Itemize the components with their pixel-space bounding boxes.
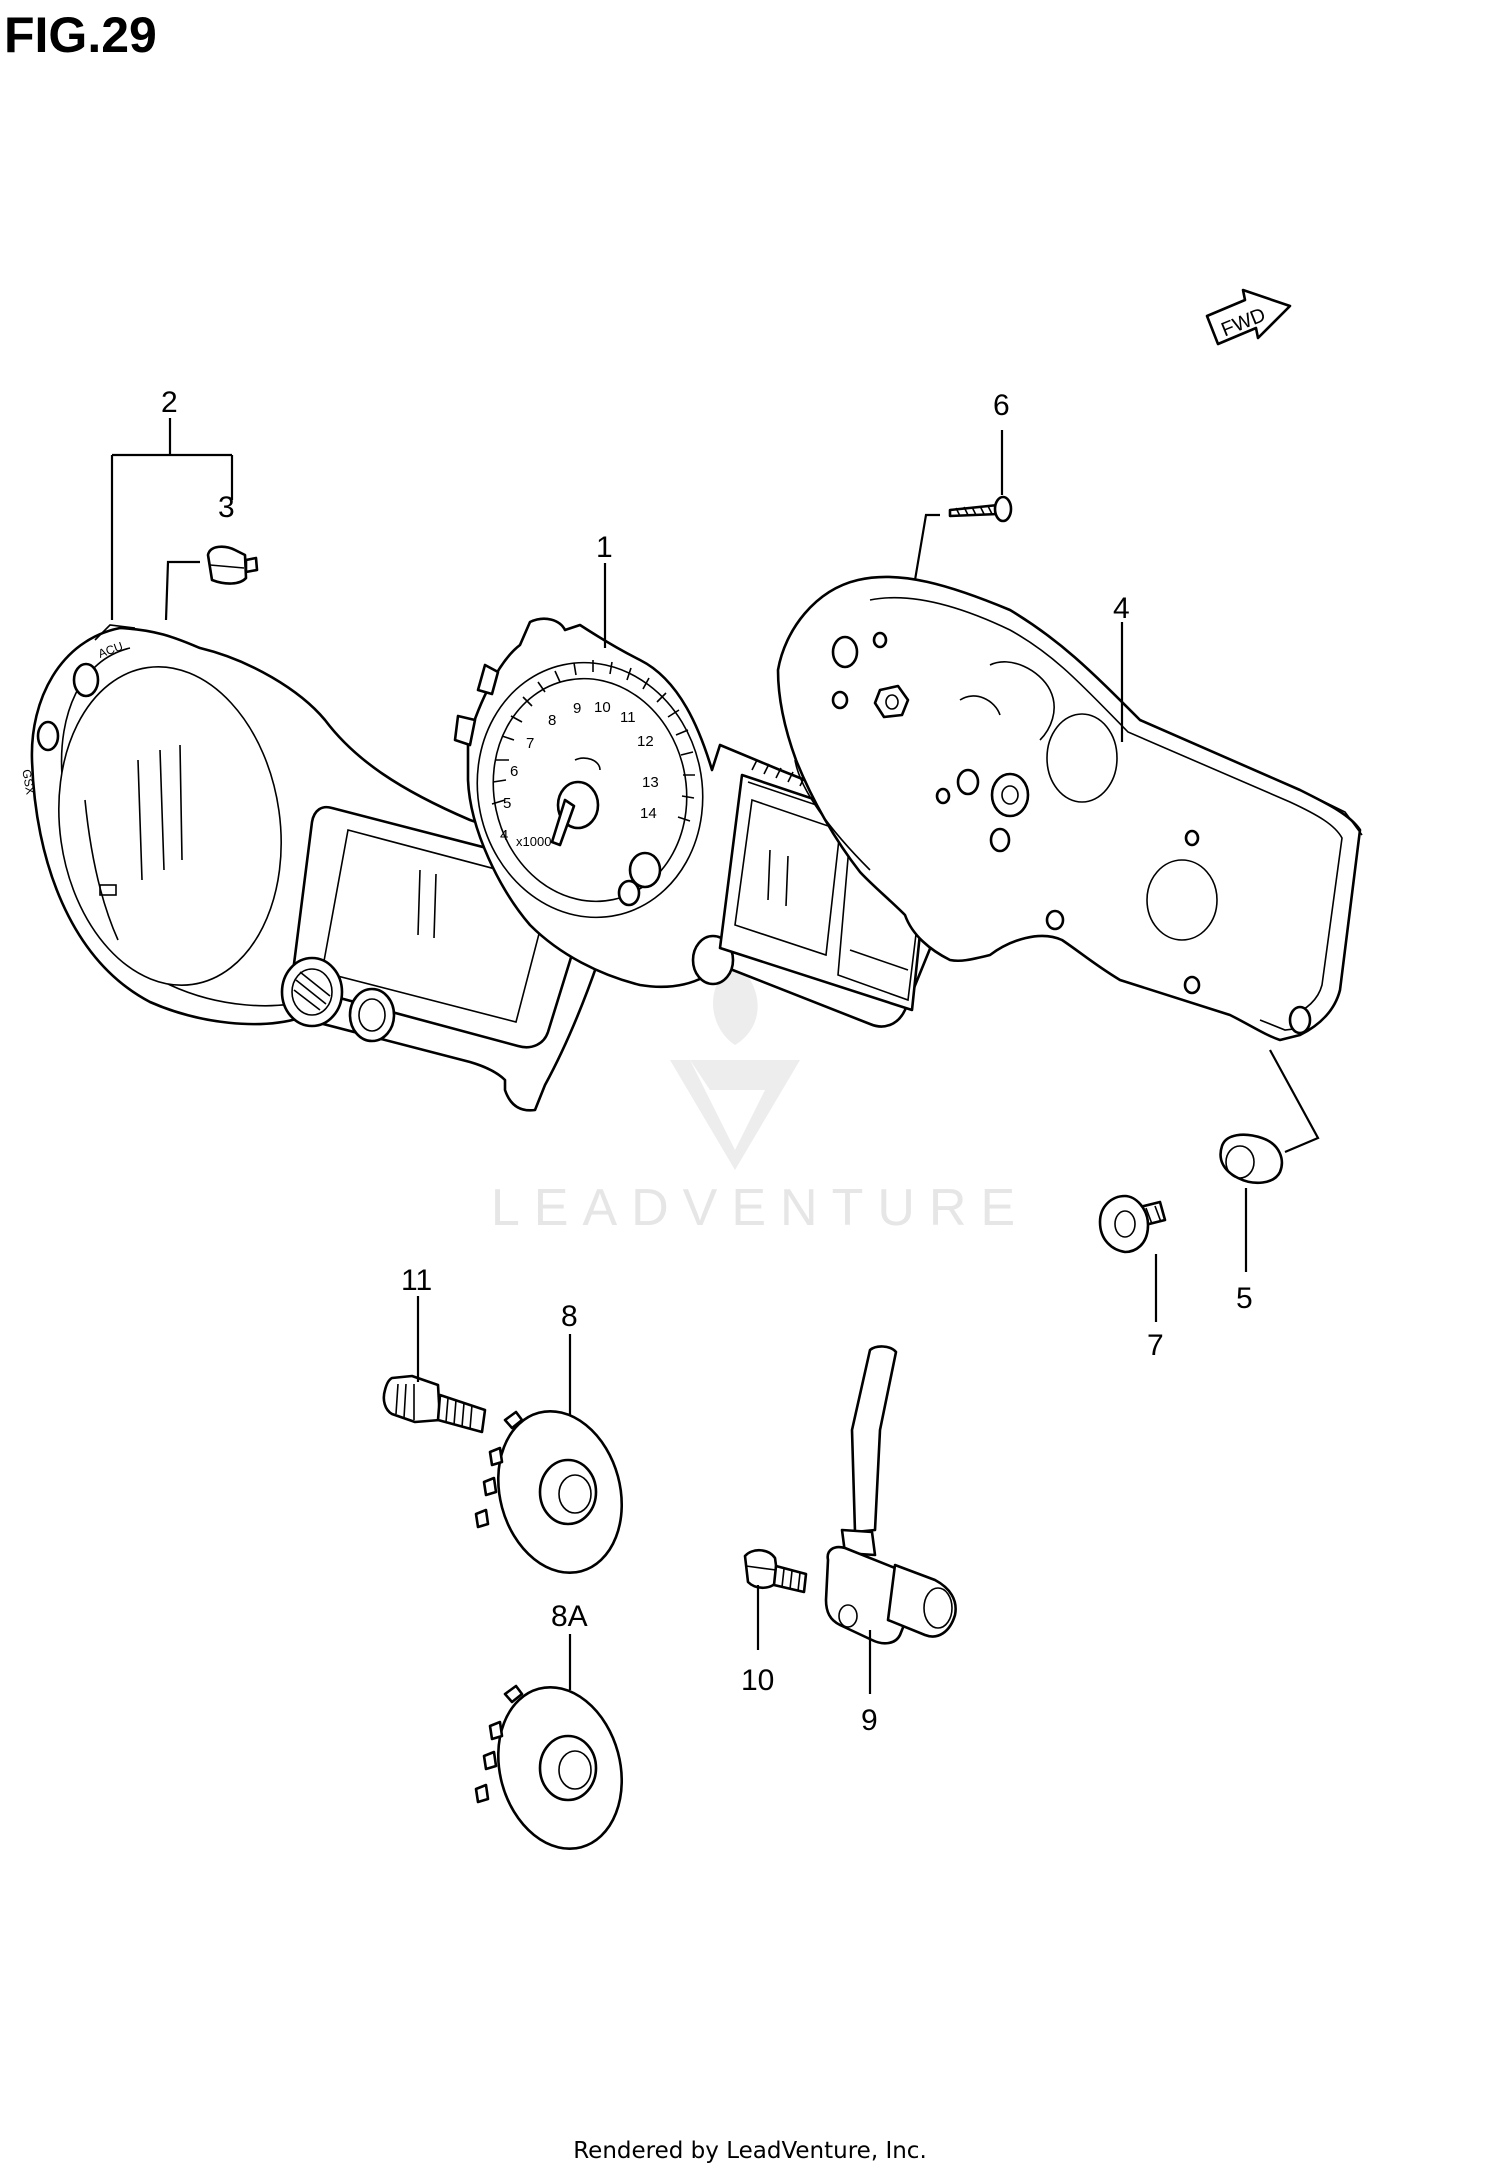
callout-4: 4 [1113,592,1130,625]
callout-8: 8 [561,1300,578,1333]
gear-part-8 [474,1409,624,1575]
callout-2: 2 [161,386,178,419]
tach-unit-label: x1000 [516,834,551,849]
figure-title: FIG.29 [4,7,157,63]
leader-lines [110,418,1320,1694]
bolt-part-10 [743,1548,808,1594]
svg-text:GSX: GSX [19,768,37,795]
sensor-part-9 [824,1345,957,1645]
callout-5: 5 [1236,1282,1253,1315]
callout-10: 10 [741,1664,774,1697]
callout-6: 6 [993,389,1010,422]
tach-label-6: 6 [510,763,518,780]
callout-9: 9 [861,1704,878,1737]
nut-part-3 [206,545,259,585]
callout-7: 7 [1147,1329,1164,1362]
callout-1: 1 [596,531,613,564]
callout-3: 3 [218,491,235,524]
bolt-part-7 [1098,1194,1167,1254]
footer-credit: Rendered by LeadVenture, Inc. [573,2138,927,2164]
grommet-part-5 [1219,1133,1284,1185]
watermark-text: LEADVENTURE [490,1179,1030,1237]
tach-label-13: 13 [642,774,659,791]
tach-label-7: 7 [526,735,534,752]
callout-11: 11 [401,1264,432,1297]
tach-label-12: 12 [637,733,654,750]
tach-label-11: 11 [620,709,636,726]
meter-case-part-4 [776,575,1363,1042]
tach-label-4: 4 [500,827,508,844]
bolt-part-11 [382,1374,487,1434]
tach-label-10: 10 [594,699,611,716]
meter-cover-part-2: ACU GSX [19,624,620,1112]
tach-label-8: 8 [548,712,556,729]
callout-8a: 8A [551,1600,588,1633]
tach-label-5: 5 [503,795,511,812]
callout-labels: 1 2 3 4 5 6 7 8 8A 9 10 11 [161,386,1253,1737]
tach-label-9: 9 [573,700,581,717]
screw-part-6 [948,495,1013,523]
tach-label-14: 14 [640,805,657,822]
watermark-logo [670,960,800,1170]
gear-part-8a [474,1684,624,1851]
fwd-arrow-icon: FWD [1205,288,1292,346]
